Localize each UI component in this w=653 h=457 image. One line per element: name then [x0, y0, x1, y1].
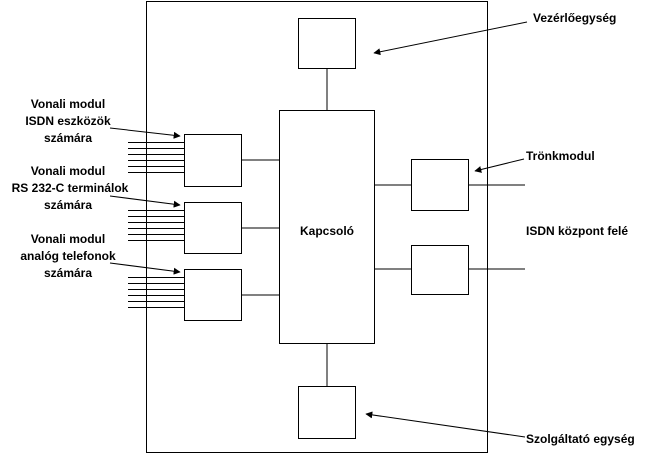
control-unit-pointer-arrow	[373, 21, 528, 56]
rs232-module-pointer-arrow	[109, 195, 181, 208]
service-unit-box	[298, 386, 356, 439]
control-unit-box	[298, 18, 356, 69]
analog-module-label-line1: Vonali modul	[31, 232, 105, 246]
switch-label: Kapcsoló	[300, 224, 354, 238]
analog-module-label-line2: analóg telefonok	[20, 249, 116, 263]
line-module-rs232-box	[184, 202, 242, 254]
trunk-module-pointer-arrow	[474, 158, 525, 173]
analog-module-label-line3: számára	[44, 266, 92, 280]
switch-box	[279, 110, 375, 344]
service-unit-label: Szolgáltató egység	[526, 432, 635, 446]
line-module-isdn-box	[184, 134, 242, 187]
rs232-module-label-line2: RS 232-C terminálok	[12, 181, 129, 195]
trunk-module-label: Trönkmodul	[526, 149, 595, 163]
trunk-module-upper-box	[411, 159, 469, 211]
subscriber-lines	[128, 142, 184, 308]
rs232-module-label-line1: Vonali modul	[31, 164, 105, 178]
control-unit-label: Vezérlőegység	[533, 11, 616, 25]
analog-module-pointer-arrow	[109, 262, 181, 275]
rs232-module-label-line3: számára	[44, 198, 92, 212]
line-module-analog-box	[184, 269, 242, 321]
isdn-module-pointer-arrow	[109, 127, 181, 139]
isdn-module-label-line1: Vonali modul	[31, 97, 105, 111]
isdn-module-label-line2: ISDN eszközök	[25, 114, 111, 128]
isdn-exchange-direction-label: ISDN központ felé	[526, 224, 628, 238]
trunk-module-lower-box	[411, 245, 469, 295]
service-unit-pointer-arrow	[365, 411, 526, 438]
isdn-module-label-line3: számára	[44, 131, 92, 145]
